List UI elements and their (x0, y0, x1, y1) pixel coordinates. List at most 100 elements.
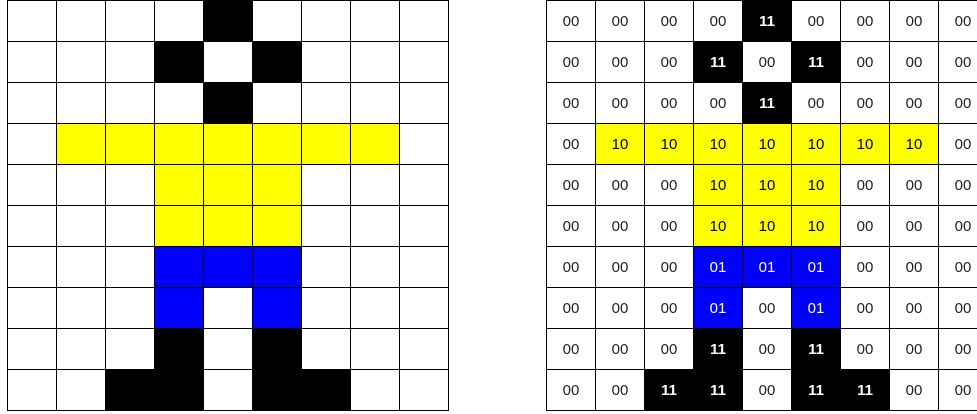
pixel-cell (106, 370, 155, 411)
pixel-cell (155, 247, 204, 288)
code-cell: 10 (694, 165, 743, 206)
code-cell: 00 (645, 206, 694, 247)
code-cell: 00 (939, 165, 977, 206)
code-cell: 01 (694, 247, 743, 288)
code-cell: 00 (939, 42, 977, 83)
code-cell: 00 (792, 1, 841, 42)
code-cell: 00 (890, 247, 939, 288)
code-cell: 00 (890, 42, 939, 83)
pixel-cell (400, 42, 449, 83)
code-cell: 00 (547, 329, 596, 370)
pixel-cell (8, 370, 57, 411)
code-cell: 10 (792, 124, 841, 165)
pixel-cell (57, 247, 106, 288)
code-cell: 11 (694, 329, 743, 370)
code-cell: 10 (743, 206, 792, 247)
pixel-cell (57, 370, 106, 411)
code-cell: 00 (841, 206, 890, 247)
code-cell: 00 (596, 288, 645, 329)
pixel-cell (302, 247, 351, 288)
pixel-cell (57, 124, 106, 165)
pixel-cell (351, 1, 400, 42)
pixel-cell (106, 83, 155, 124)
code-cell: 00 (547, 370, 596, 411)
code-cell: 01 (792, 247, 841, 288)
pixel-cell (400, 288, 449, 329)
pixel-cell (204, 206, 253, 247)
code-cell: 00 (547, 165, 596, 206)
pixel-cell (253, 83, 302, 124)
code-cell: 00 (596, 370, 645, 411)
code-cell: 00 (547, 42, 596, 83)
code-cell: 00 (890, 370, 939, 411)
pixel-cell (8, 329, 57, 370)
pixel-cell (155, 124, 204, 165)
pixel-cell (302, 206, 351, 247)
code-cell: 00 (743, 42, 792, 83)
pixel-cell (253, 206, 302, 247)
code-cell: 00 (841, 247, 890, 288)
pixel-cell (351, 165, 400, 206)
code-cell: 10 (792, 165, 841, 206)
code-cell: 11 (841, 370, 890, 411)
pixel-cell (302, 370, 351, 411)
pixel-cell (204, 370, 253, 411)
code-cell: 01 (743, 247, 792, 288)
pixel-cell (351, 206, 400, 247)
pixel-cell (400, 165, 449, 206)
pixel-cell (106, 1, 155, 42)
pixel-cell (8, 206, 57, 247)
pixel-cell (57, 165, 106, 206)
code-cell: 00 (694, 83, 743, 124)
pixel-cell (400, 247, 449, 288)
pixel-cell (400, 1, 449, 42)
pixel-cell (351, 83, 400, 124)
pixel-cell (155, 329, 204, 370)
pixel-cell (57, 83, 106, 124)
pixel-cell (8, 124, 57, 165)
pixel-cell (400, 370, 449, 411)
code-cell: 00 (841, 288, 890, 329)
pixel-cell (253, 370, 302, 411)
pixel-cell (106, 247, 155, 288)
code-cell: 11 (792, 329, 841, 370)
code-cell: 00 (890, 1, 939, 42)
code-cell: 11 (792, 42, 841, 83)
code-cell: 00 (645, 247, 694, 288)
pixel-cell (253, 247, 302, 288)
pixel-cell (8, 165, 57, 206)
pixel-cell (106, 42, 155, 83)
pixel-cell (8, 42, 57, 83)
code-cell: 00 (596, 1, 645, 42)
pixel-cell (8, 83, 57, 124)
pixel-cell (155, 83, 204, 124)
code-cell: 11 (694, 42, 743, 83)
code-cell: 00 (547, 83, 596, 124)
pixel-cell (204, 83, 253, 124)
pixel-cell (204, 165, 253, 206)
code-cell: 00 (792, 83, 841, 124)
code-cell: 00 (547, 247, 596, 288)
code-cell: 00 (645, 329, 694, 370)
code-cell: 00 (596, 165, 645, 206)
pixel-cell (400, 329, 449, 370)
code-cell: 00 (743, 370, 792, 411)
pixel-cell (106, 329, 155, 370)
code-cell: 00 (890, 165, 939, 206)
pixel-cell (204, 329, 253, 370)
code-cell: 10 (743, 165, 792, 206)
pixel-cell (302, 1, 351, 42)
code-cell: 10 (645, 124, 694, 165)
pixel-cell (8, 288, 57, 329)
code-cell: 00 (841, 42, 890, 83)
pixel-cell (8, 247, 57, 288)
pixel-cell (57, 206, 106, 247)
code-cell: 00 (890, 206, 939, 247)
pixel-cell (253, 165, 302, 206)
pixel-cell (400, 83, 449, 124)
pixel-cell (351, 329, 400, 370)
pixel-cell (8, 1, 57, 42)
code-cell: 10 (694, 124, 743, 165)
code-cell: 10 (596, 124, 645, 165)
pixel-cell (302, 329, 351, 370)
